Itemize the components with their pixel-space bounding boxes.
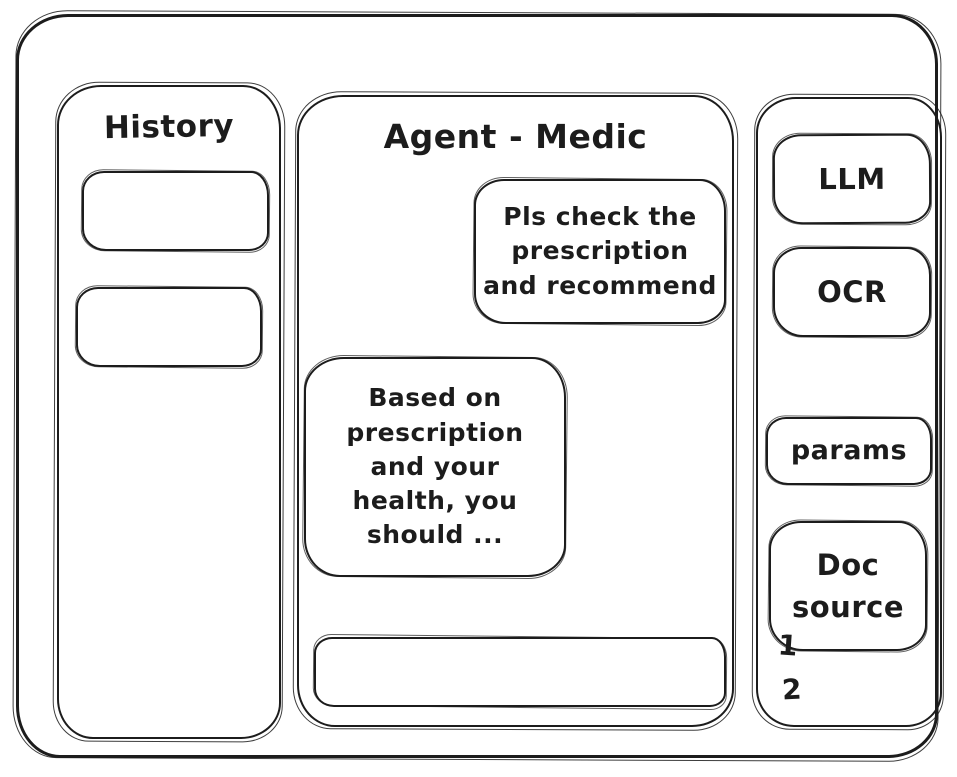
history-panel: History <box>57 85 281 739</box>
tool-ocr-button[interactable]: OCR <box>773 247 931 337</box>
chat-input-box[interactable] <box>314 637 726 707</box>
assistant-message-bubble: Based on prescription and your health, y… <box>304 357 566 577</box>
tool-params-button[interactable]: params <box>766 417 932 485</box>
app-window-frame: History Agent - Medic Pls check the pres… <box>16 14 942 758</box>
history-item[interactable] <box>82 171 269 251</box>
chat-panel: Agent - Medic Pls check the prescription… <box>297 95 734 727</box>
chat-title: Agent - Medic <box>383 117 648 156</box>
annotation-1: 1 <box>776 628 800 663</box>
tool-doc-source-button[interactable]: Doc source <box>769 521 927 651</box>
history-item[interactable] <box>76 287 262 367</box>
tool-llm-button[interactable]: LLM <box>772 133 932 225</box>
annotation-2: 2 <box>781 672 803 707</box>
user-message-bubble: Pls check the prescription and recommend <box>474 179 726 324</box>
tools-panel: LLM OCR params Doc source 1 2 <box>756 97 942 727</box>
chat-input[interactable] <box>326 643 718 701</box>
history-title: History <box>103 107 235 147</box>
